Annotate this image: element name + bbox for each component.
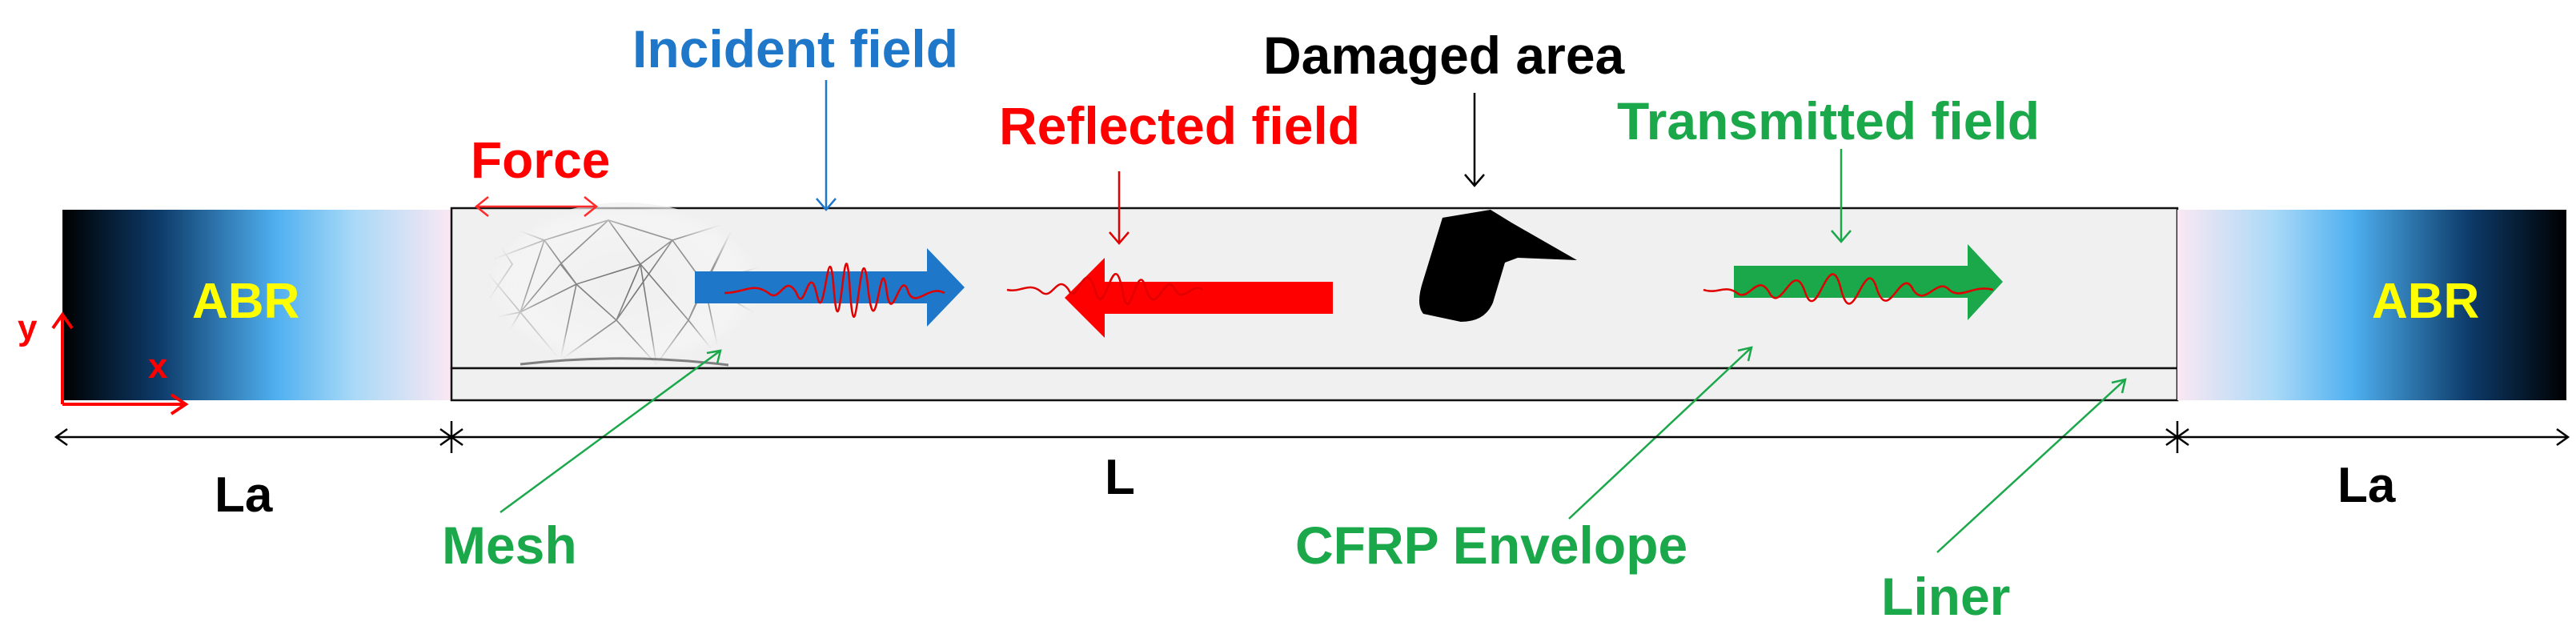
label-damaged-area: Damaged area <box>1263 26 1625 85</box>
transmitted-wave-signal <box>1703 273 1994 305</box>
transmitted-wave-arrow <box>1734 244 2003 320</box>
coordinate-axes <box>51 311 189 415</box>
cfrp-pointer <box>1568 346 1753 520</box>
label-abr-right: ABR <box>2372 274 2480 329</box>
label-reflected-field: Reflected field <box>999 96 1361 155</box>
transmitted-pointer <box>1831 149 1852 243</box>
mesh-pattern <box>488 203 760 366</box>
label-cfrp-envelope: CFRP Envelope <box>1295 516 1688 575</box>
label-la-left: La <box>215 467 273 523</box>
mesh-pointer <box>500 349 722 514</box>
liner-pointer <box>1936 378 2127 553</box>
mesh-rim <box>520 357 729 367</box>
damaged-area-shape <box>1419 210 1577 322</box>
liner-body <box>450 367 2179 402</box>
force-arrow <box>474 196 599 217</box>
label-l-main: L <box>1105 450 1135 505</box>
label-mesh: Mesh <box>442 516 577 575</box>
label-la-right: La <box>2337 458 2396 513</box>
abr-right-block <box>2177 210 2566 400</box>
incident-wave-signal <box>724 263 945 318</box>
label-liner: Liner <box>1881 567 2011 626</box>
abr-left-block <box>62 210 451 400</box>
label-axis-x: x <box>148 347 168 386</box>
reflected-wave-signal <box>1006 273 1203 306</box>
damaged-pointer <box>1464 93 1485 187</box>
label-force: Force <box>471 131 611 189</box>
incident-pointer <box>816 80 837 211</box>
dimension-line <box>54 421 2570 453</box>
label-incident-field: Incident field <box>632 19 959 78</box>
reflected-pointer <box>1109 171 1130 245</box>
label-axis-y: y <box>18 308 38 347</box>
label-transmitted-field: Transmitted field <box>1617 91 2040 150</box>
label-abr-left: ABR <box>192 274 300 329</box>
